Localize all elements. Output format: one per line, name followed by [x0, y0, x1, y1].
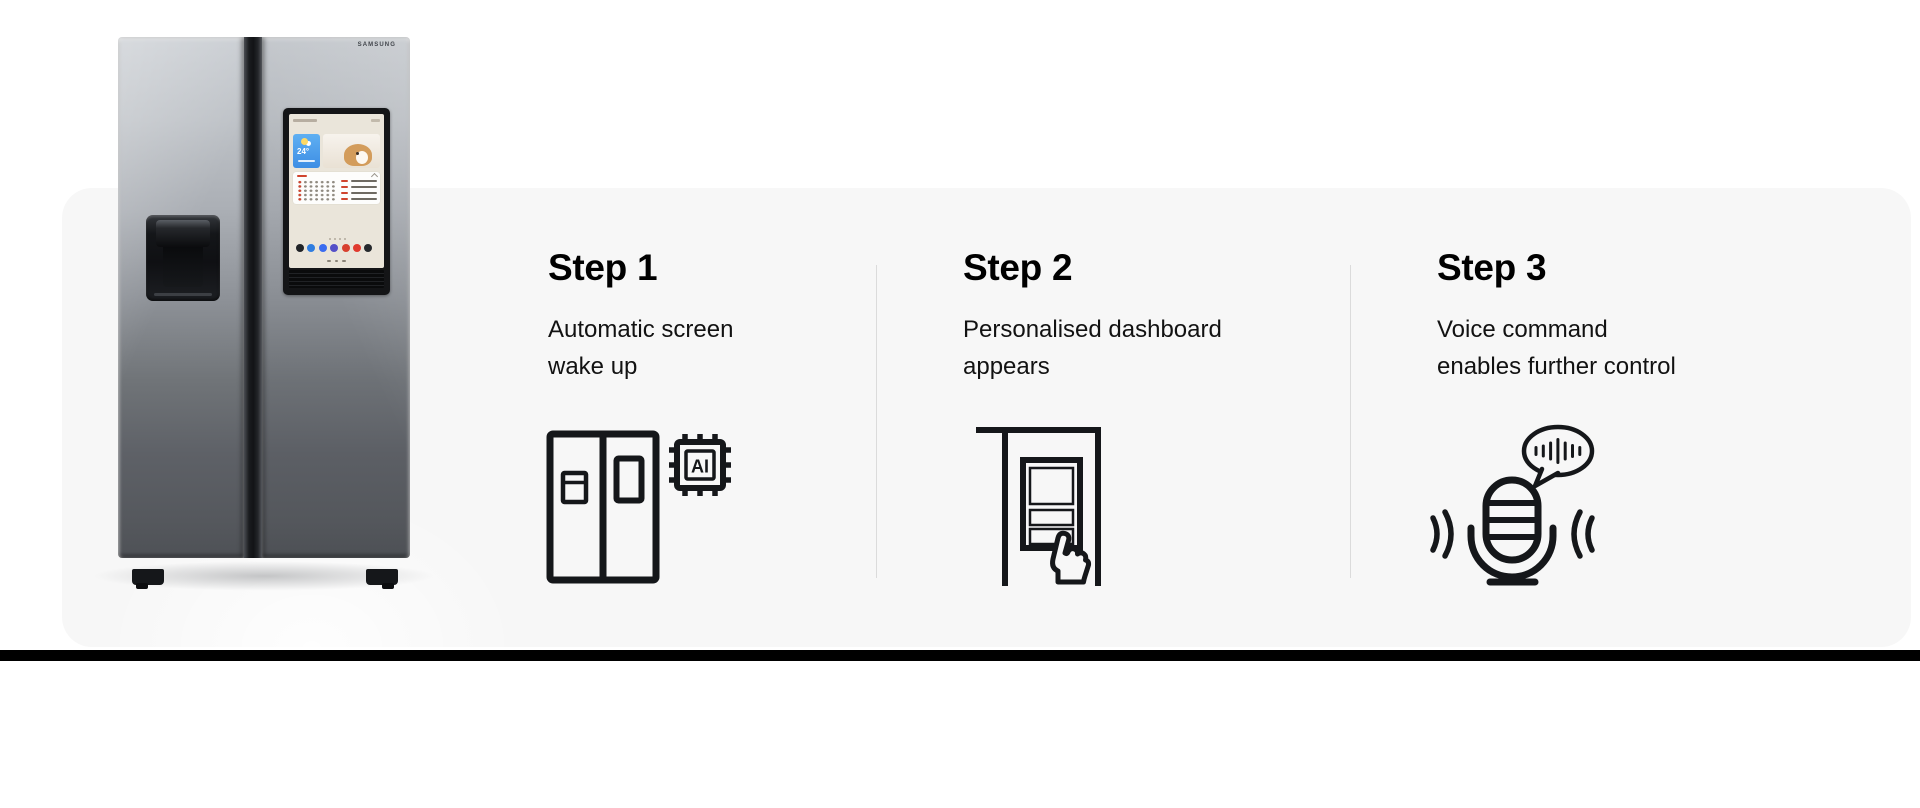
door-divider: [244, 37, 262, 558]
step-1-title: Step 1: [548, 247, 658, 288]
screen-status-icons: [371, 119, 380, 122]
screen-content: 24°: [289, 114, 384, 268]
app-icons-row: [296, 244, 373, 252]
calendar-widget: [293, 172, 380, 204]
step-2-title: Step 2: [963, 247, 1073, 288]
family-hub-screen: 24°: [283, 108, 390, 295]
fridge-ai-chip-icon: AI: [546, 430, 731, 584]
column-divider: [1350, 265, 1351, 578]
dog-eye: [356, 152, 359, 155]
app-icon: [318, 244, 327, 252]
app-icon: [330, 244, 339, 252]
fridge-left-door: [118, 37, 244, 558]
speaker-grille: [289, 270, 384, 288]
chevron-up-icon: [370, 172, 379, 181]
refrigerator-image: SAMSUNG 24°: [92, 37, 436, 591]
app-icon: [307, 244, 316, 252]
bottom-black-bar: [0, 650, 1920, 661]
calendar-header: [297, 175, 307, 177]
column-divider: [876, 265, 877, 578]
weather-widget: 24°: [293, 134, 320, 168]
ai-chip-label: AI: [691, 457, 709, 477]
dispenser-spout: [156, 220, 210, 247]
app-icon: [296, 244, 304, 252]
calendar-grid-weekend: [297, 180, 302, 201]
nav-bar: [327, 260, 346, 262]
screen-status-text: [293, 119, 317, 122]
dashboard-touch-icon: [976, 427, 1101, 586]
dog-face: [356, 151, 368, 164]
fridge-right-door: SAMSUNG 24°: [262, 37, 410, 558]
voice-command-mic-icon: [1430, 424, 1595, 586]
weather-temperature: 24°: [297, 147, 310, 156]
step-3-title: Step 3: [1437, 247, 1547, 288]
app-icon: [352, 244, 361, 252]
app-icon: [341, 244, 350, 252]
dispenser-tray: [154, 293, 212, 296]
fridge-doors: SAMSUNG 24°: [118, 37, 410, 558]
weather-caption: [298, 160, 315, 162]
sun-cloud-icon: [301, 138, 308, 145]
app-icon: [364, 244, 373, 252]
water-dispenser: [146, 215, 220, 301]
brand-logo: SAMSUNG: [357, 42, 396, 48]
page-indicator-dots: [329, 238, 346, 240]
photo-widget: [323, 134, 380, 168]
dispenser-recess: [163, 247, 203, 287]
tap-hand: [1050, 530, 1092, 585]
fridge-foot: [132, 569, 164, 589]
fridge-foot: [366, 569, 398, 589]
calendar-grid: [297, 180, 336, 201]
